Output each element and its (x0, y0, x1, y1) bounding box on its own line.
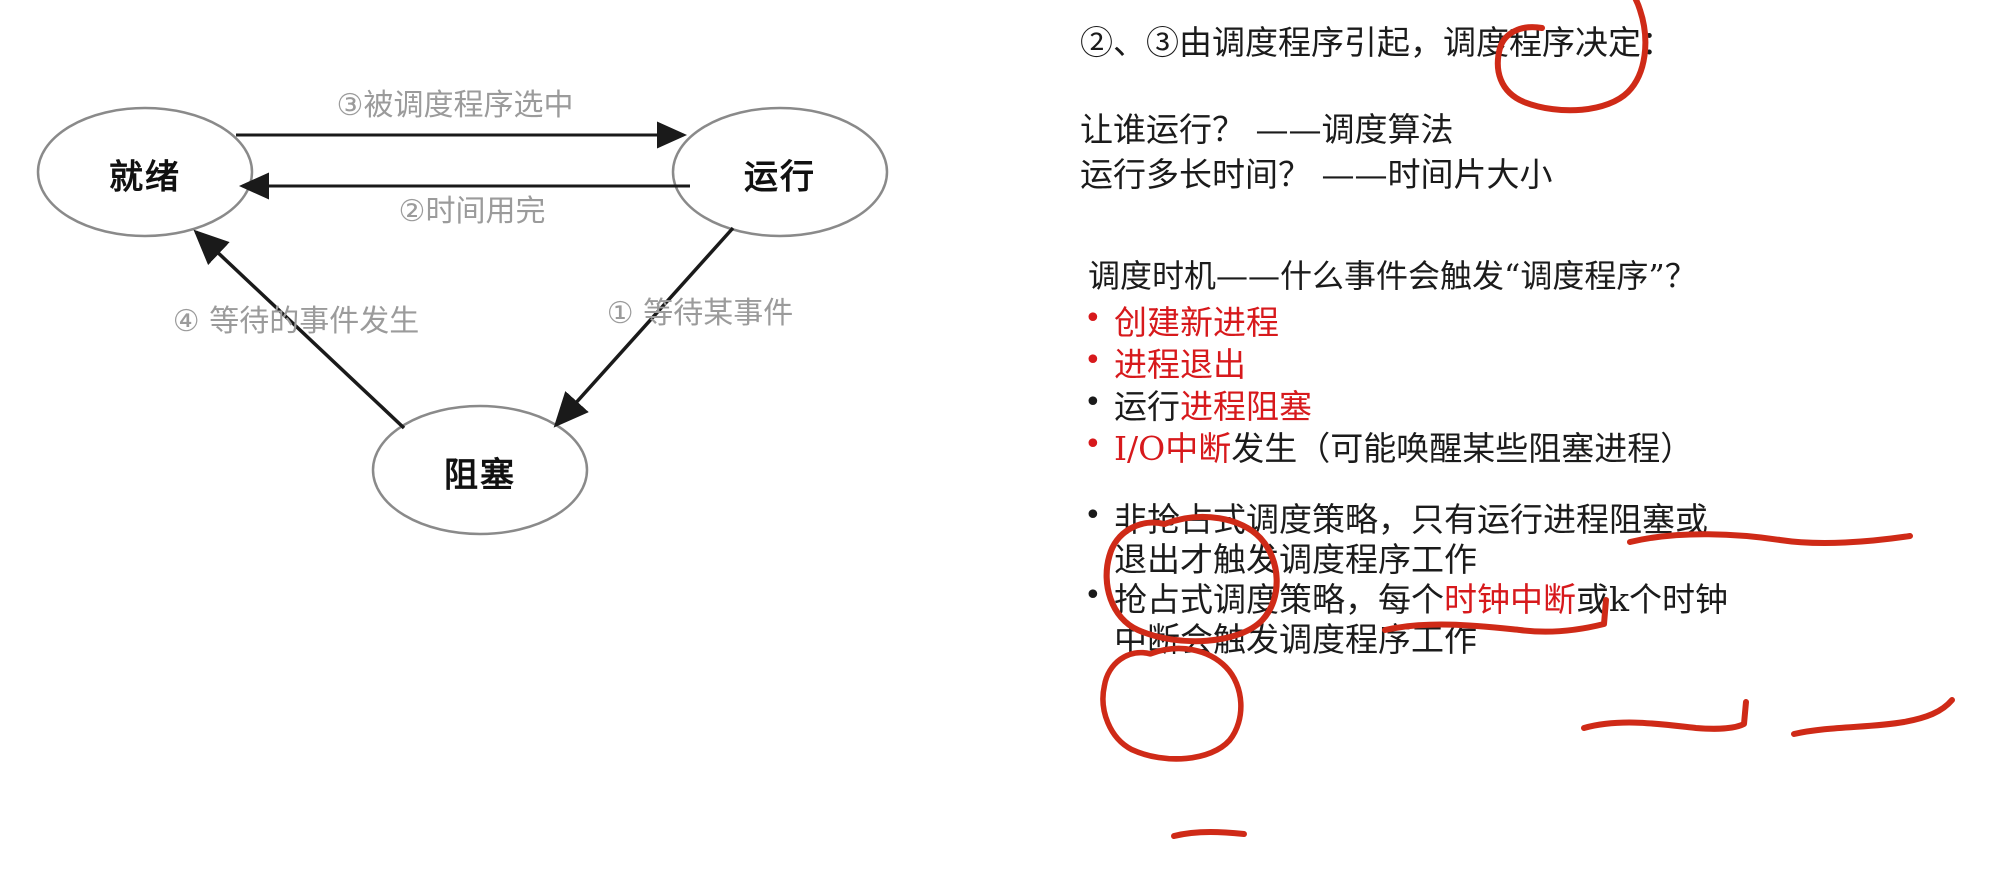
edge-running-to-blocked (553, 226, 735, 428)
bullet-segment-red: 创建新进程 (1114, 303, 1279, 342)
bullet-segment-black: 运行 (1114, 387, 1180, 426)
bullet-segment-red: I/O中断 (1114, 429, 1232, 468)
bullet-dot-icon: • (1084, 343, 1102, 378)
bullet-dot-icon: • (1084, 498, 1102, 533)
list-item: • I/O中断发生（可能唤醒某些阻塞进程） (1084, 429, 1693, 469)
list-item: • 创建新进程 (1084, 303, 1279, 343)
heading-dispatcher-decides: ②、③由调度程序引起，调度程序决定： (1080, 23, 1674, 62)
bullet-segment-black: 调度策略，只有运行进程阻塞或 (1246, 500, 1708, 539)
node-ready-shape (36, 106, 254, 238)
bullet-text: 运行进程阻塞 (1114, 387, 1312, 427)
bullet-segment-black: 退出才触发调度程序工作 (1114, 540, 1477, 580)
diagram-vector-layer (36, 106, 889, 536)
bullet-segment-red: 进程退出 (1114, 345, 1246, 384)
qa-line-who-runs: 让谁运行？ ——调度算法 (1080, 110, 1454, 149)
process-state-diagram: 就绪 运行 阻塞 ③被调度程序选中 ②时间用完 ① 等待某事件 ④ 等待的事件发… (36, 88, 889, 536)
bullet-text: 非抢占式调度策略，只有运行进程阻塞或 退出才触发调度程序工作 (1114, 500, 1708, 581)
node-running-shape (671, 106, 889, 238)
bullet-dot-icon: • (1084, 427, 1102, 462)
bullet-segment-red: 时钟中断 (1444, 580, 1576, 619)
bullet-dot-icon: • (1084, 385, 1102, 420)
list-item: • 运行进程阻塞 (1084, 387, 1312, 427)
heading-scheduling-timing: 调度时机——什么事件会触发“调度程序”？ (1088, 257, 1697, 295)
lecture-text-pane: ②、③由调度程序引起，调度程序决定： 让谁运行？ ——调度算法 运行多长时间？ … (1080, 0, 1991, 879)
edge-label-time-slice-used-up: ②时间用完 (398, 194, 546, 229)
bullet-dot-icon: • (1084, 578, 1102, 613)
node-blocked-shape (371, 404, 589, 536)
bullet-segment-black: 抢占式调度策略，每个 (1114, 580, 1444, 619)
bullet-text: I/O中断发生（可能唤醒某些阻塞进程） (1114, 429, 1693, 469)
bullet-segment-black: 非抢占式 (1114, 500, 1246, 539)
list-item: • 非抢占式调度策略，只有运行进程阻塞或 退出才触发调度程序工作 (1084, 500, 1708, 581)
node-label-blocked: 阻塞 (444, 455, 516, 496)
bullet-segment-black: 中断会触发调度程序工作 (1114, 620, 1477, 660)
list-item: • 抢占式调度策略，每个时钟中断或k个时钟 中断会触发调度程序工作 (1084, 580, 1728, 661)
bullet-text: 进程退出 (1114, 345, 1246, 385)
edge-label-selected-by-scheduler: ③被调度程序选中 (336, 88, 574, 123)
bullet-text: 抢占式调度策略，每个时钟中断或k个时钟 中断会触发调度程序工作 (1114, 580, 1728, 661)
bullet-segment-black: 发生（可能唤醒某些阻塞进程） (1231, 429, 1694, 468)
edge-blocked-to-ready (193, 229, 406, 430)
bullet-segment-red: 进程阻塞 (1180, 387, 1312, 426)
node-label-ready: 就绪 (109, 157, 181, 198)
list-item: • 进程退出 (1084, 345, 1246, 385)
edge-label-awaited-event-occurs: ④ 等待的事件发生 (172, 304, 420, 339)
edge-label-wait-for-event: ① 等待某事件 (606, 296, 794, 331)
bullet-dot-icon: • (1084, 301, 1102, 336)
bullet-text: 创建新进程 (1114, 303, 1279, 343)
qa-line-how-long: 运行多长时间？ ——时间片大小 (1080, 155, 1553, 194)
node-label-running: 运行 (744, 157, 816, 198)
bullet-segment-black: 或k个时钟 (1576, 580, 1728, 619)
